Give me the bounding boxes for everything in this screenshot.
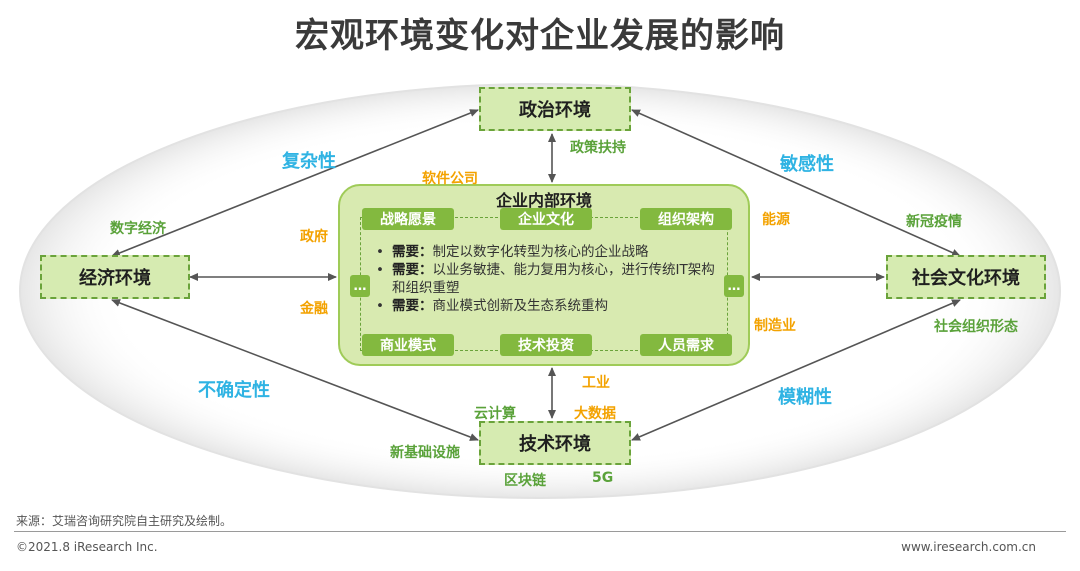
pill-corporate-culture: 企业文化 <box>500 208 592 230</box>
pill-org-structure: 组织架构 <box>640 208 732 230</box>
label-uncertainty: 不确定性 <box>198 380 270 401</box>
website: www.iresearch.com.cn <box>901 540 1036 554</box>
dots-right: … <box>724 275 744 297</box>
tag-finance: 金融 <box>300 301 328 317</box>
tag-big-data: 大数据 <box>574 406 616 422</box>
tag-cloud-computing: 云计算 <box>474 406 516 422</box>
pill-strategy-vision: 战略愿景 <box>362 208 454 230</box>
tag-blockchain: 区块链 <box>504 473 546 489</box>
tag-software-company: 软件公司 <box>422 171 478 187</box>
pill-staffing-needs: 人员需求 <box>640 334 732 356</box>
technology-environment-box: 技术环境 <box>479 421 631 465</box>
social-environment-box: 社会文化环境 <box>886 255 1046 299</box>
label-complexity: 复杂性 <box>282 151 336 172</box>
need-item: 需要：以业务敏捷、能力复用为核心，进行传统IT架构和组织重塑 <box>376 261 716 297</box>
tag-government: 政府 <box>300 229 328 245</box>
arrow-political-social <box>631 109 961 257</box>
arrow-technology-social <box>631 299 961 441</box>
tag-policy-support: 政策扶持 <box>570 140 626 156</box>
need-item: 需要：制定以数字化转型为核心的企业战略 <box>376 243 716 261</box>
need-item: 需要：商业模式创新及生态系统重构 <box>376 297 716 315</box>
economic-environment-box: 经济环境 <box>40 255 190 299</box>
arrow-economic-political <box>111 109 479 257</box>
copyright: ©2021.8 iResearch Inc. <box>16 540 158 554</box>
tag-new-infrastructure: 新基础设施 <box>390 445 460 461</box>
tag-industry: 工业 <box>582 375 610 391</box>
pill-tech-investment: 技术投资 <box>500 334 592 356</box>
pill-business-model: 商业模式 <box>362 334 454 356</box>
footer-divider <box>14 531 1066 532</box>
tag-digital-economy: 数字经济 <box>110 221 166 237</box>
inner-environment-title: 企业内部环境 <box>495 191 592 210</box>
tag-energy: 能源 <box>762 212 790 228</box>
tag-covid: 新冠疫情 <box>906 214 962 230</box>
label-ambiguity: 模糊性 <box>778 387 832 408</box>
dots-left: … <box>350 275 370 297</box>
source-note: 来源：艾瑞咨询研究院自主研究及绘制。 <box>16 514 233 528</box>
label-sensitivity: 敏感性 <box>780 154 834 175</box>
arrow-economic-technology <box>111 299 479 441</box>
needs-list: 需要：制定以数字化转型为核心的企业战略 需要：以业务敏捷、能力复用为核心，进行传… <box>376 243 716 315</box>
tag-manufacturing: 制造业 <box>754 318 796 334</box>
political-environment-box: 政治环境 <box>479 87 631 131</box>
tag-social-organization: 社会组织形态 <box>934 319 1018 335</box>
page-title: 宏观环境变化对企业发展的影响 <box>295 16 785 56</box>
tag-5g: 5G <box>592 470 614 486</box>
